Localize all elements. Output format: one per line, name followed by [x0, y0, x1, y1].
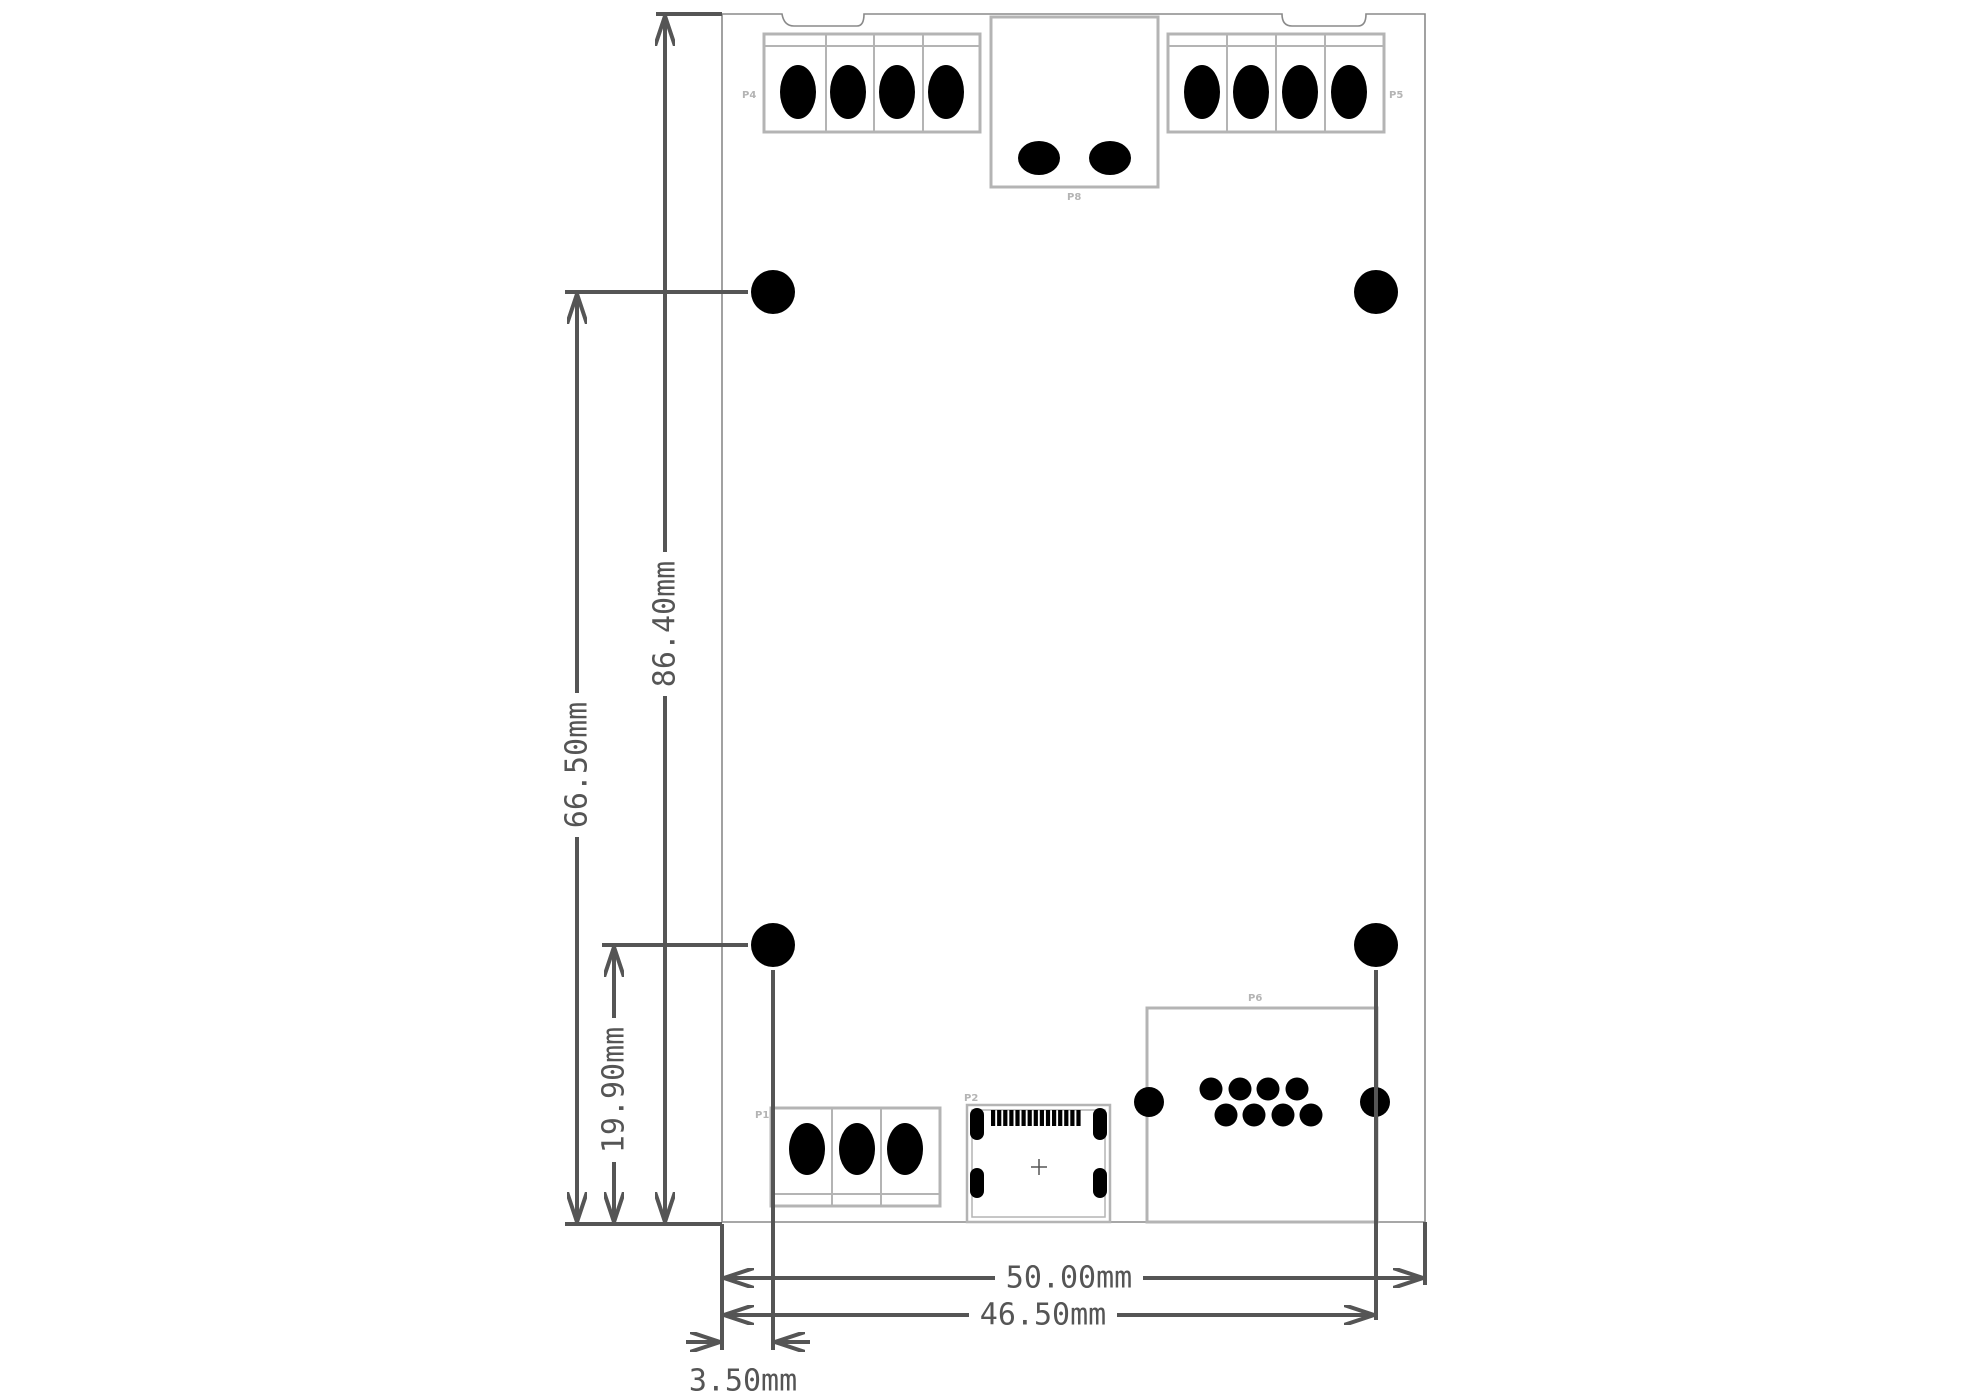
- ref-label-p5: P5: [1389, 90, 1403, 101]
- connector-p8: P8: [989, 15, 1160, 203]
- ref-label-p8: P8: [1067, 192, 1081, 203]
- pad: [1018, 141, 1060, 175]
- pad: [1070, 1110, 1075, 1126]
- connector-p1: P1: [755, 1106, 942, 1208]
- pad: [1285, 1077, 1309, 1101]
- pad: [1039, 1110, 1044, 1126]
- pad: [1058, 1110, 1063, 1126]
- pad: [1199, 1077, 1223, 1101]
- pad: [1299, 1103, 1323, 1127]
- pad: [789, 1123, 825, 1175]
- connector-p2: P2: [964, 1093, 1112, 1224]
- p2-pin-row: [991, 1110, 1081, 1126]
- connector-p4: P4: [742, 32, 982, 134]
- pad: [1093, 1108, 1107, 1140]
- pad: [780, 65, 816, 119]
- pad: [1184, 65, 1220, 119]
- ref-label-p2: P2: [964, 1093, 978, 1104]
- pad: [1064, 1110, 1069, 1126]
- pad: [928, 65, 964, 119]
- pad: [887, 1123, 923, 1175]
- mounting-hole-top-right: [1354, 270, 1398, 314]
- pad: [1027, 1110, 1032, 1126]
- dimension-label-board-width: 50.00mm: [1006, 1261, 1132, 1296]
- pad: [879, 65, 915, 119]
- pad: [1271, 1103, 1295, 1127]
- pad: [1076, 1110, 1081, 1126]
- connector-p5: P5: [1166, 32, 1403, 134]
- pad: [970, 1108, 984, 1140]
- dimension-label-board-height: 86.40mm: [648, 561, 683, 687]
- ref-label-p4: P4: [742, 90, 756, 101]
- dimension-label-hole-offset-x: 3.50mm: [689, 1364, 797, 1399]
- pad: [997, 1110, 1002, 1126]
- pad: [1089, 141, 1131, 175]
- pad: [1214, 1103, 1238, 1127]
- pad: [839, 1123, 875, 1175]
- pad: [1052, 1110, 1057, 1126]
- mounting-hole-top-left: [751, 270, 795, 314]
- dimension-label-hole-spacing-x: 46.50mm: [980, 1298, 1106, 1333]
- pad: [1003, 1110, 1008, 1126]
- pad: [1009, 1110, 1014, 1126]
- pad: [1256, 1077, 1280, 1101]
- ref-label-p1: P1: [755, 1110, 769, 1121]
- pad: [1242, 1103, 1266, 1127]
- pad: [1233, 65, 1269, 119]
- pad: [1033, 1110, 1038, 1126]
- mounting-hole-bottom-left: [751, 923, 795, 967]
- pad: [1093, 1168, 1107, 1198]
- pad: [830, 65, 866, 119]
- connector-p6: P6: [1134, 993, 1390, 1224]
- pad: [1134, 1087, 1164, 1117]
- pad: [1282, 65, 1318, 119]
- ref-label-p6: P6: [1248, 993, 1262, 1004]
- pad: [1045, 1110, 1051, 1126]
- mounting-hole-bottom-right: [1354, 923, 1398, 967]
- pad: [1228, 1077, 1252, 1101]
- dimension-label-hole-offset-y: 19.90mm: [597, 1027, 632, 1153]
- pad: [1015, 1110, 1020, 1126]
- board-outline: [721, 13, 1426, 1223]
- pad: [1331, 65, 1367, 119]
- pad: [991, 1110, 996, 1126]
- pad: [1021, 1110, 1026, 1126]
- pad: [970, 1168, 984, 1198]
- dimension-label-hole-spacing-y: 66.50mm: [560, 702, 595, 828]
